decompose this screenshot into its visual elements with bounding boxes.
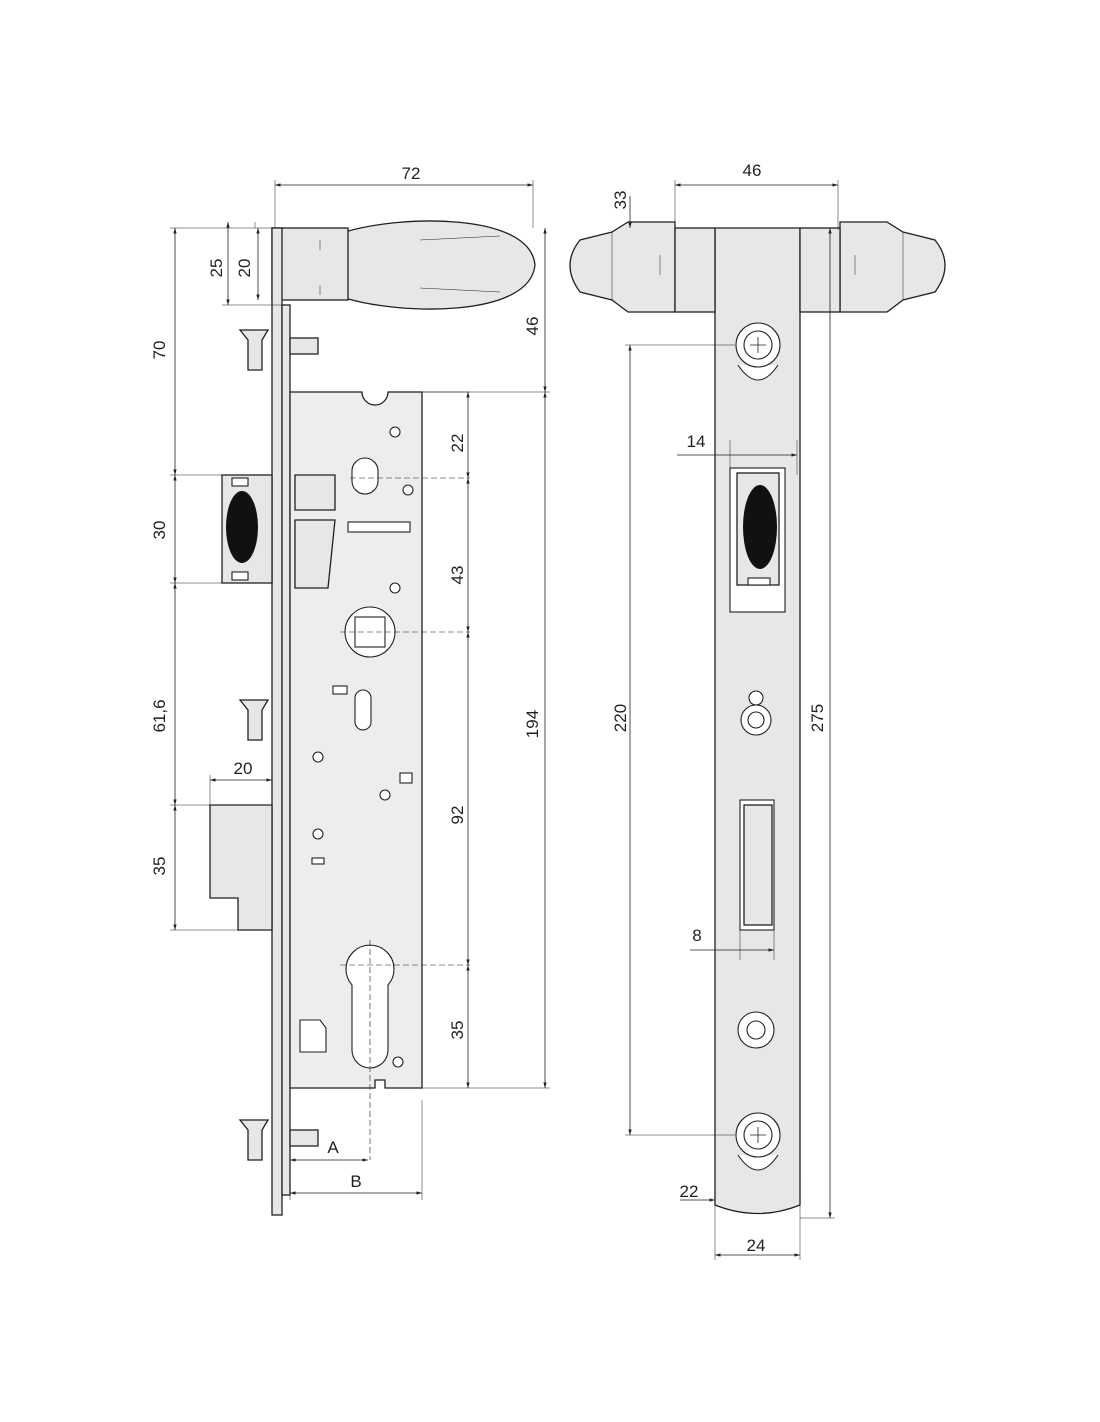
screw-top <box>238 329 319 371</box>
handle-front <box>569 221 946 313</box>
dim-25: 25 <box>207 259 226 278</box>
latch-front <box>729 467 786 613</box>
dim-46-side: 46 <box>523 317 542 336</box>
screw-front-bottom <box>735 1112 781 1171</box>
dim-275: 275 <box>808 704 827 732</box>
dim-46-front: 46 <box>743 161 762 180</box>
handle <box>271 220 536 310</box>
latch <box>221 474 336 589</box>
dim-22-side: 22 <box>448 434 467 453</box>
screw-hole-front <box>737 1011 775 1049</box>
dim-61-6: 61,6 <box>150 699 169 732</box>
screw-bottom <box>238 1119 319 1161</box>
faceplate-inner <box>281 304 291 1196</box>
faceplate-outer <box>271 227 283 1216</box>
dim-35-bolt: 35 <box>150 857 169 876</box>
dim-b: B <box>350 1172 361 1191</box>
dim-70: 70 <box>150 341 169 360</box>
dim-220: 220 <box>611 704 630 732</box>
follower-screw-front <box>740 690 772 736</box>
dim-24: 24 <box>747 1236 766 1255</box>
screw-front-top <box>735 322 781 381</box>
bolt-slot-front <box>739 799 775 931</box>
screw-middle <box>238 699 270 741</box>
dim-20-handle: 20 <box>235 259 254 278</box>
dim-35-cyl: 35 <box>448 1021 467 1040</box>
dim-14: 14 <box>687 432 706 451</box>
dim-43: 43 <box>448 566 467 585</box>
dim-22-front: 22 <box>680 1182 699 1201</box>
dim-20-bolt: 20 <box>234 759 253 778</box>
dim-194: 194 <box>523 710 542 738</box>
dim-92: 92 <box>448 806 467 825</box>
dim-33: 33 <box>611 191 630 210</box>
side-view: 72 25 20 70 30 61,6 35 20 46 194 22 43 9… <box>150 164 550 1216</box>
dim-72: 72 <box>402 164 421 183</box>
dim-8: 8 <box>692 926 701 945</box>
front-view: 46 33 220 275 14 8 22 24 <box>569 161 946 1260</box>
dim-a: A <box>327 1138 339 1157</box>
deadbolt <box>209 804 273 931</box>
dim-30: 30 <box>150 521 169 540</box>
